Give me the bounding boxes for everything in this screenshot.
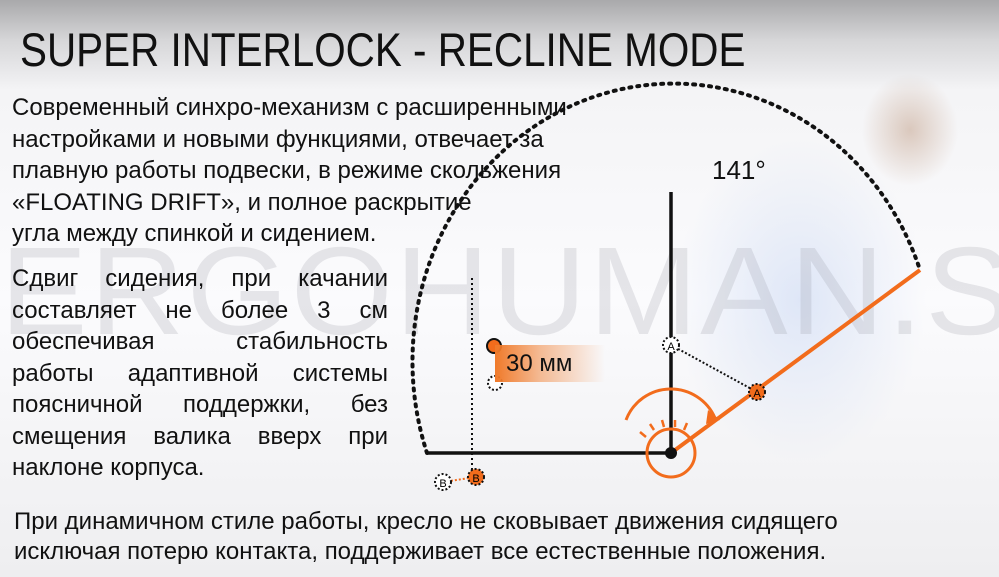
point-b-start: B [434, 473, 452, 491]
recline-arc [410, 81, 922, 455]
angle-label: 141° [712, 155, 766, 185]
watermark: ERGOHUMAN.SU [0, 222, 999, 361]
page-title: SUPER INTERLOCK - RECLINE MODE [20, 23, 746, 76]
seat-shift-badge: 30 мм [495, 345, 605, 382]
intro-paragraph: Современный синхро-механизм с расширенны… [12, 92, 567, 250]
text-line: Современный синхро-механизм с расширенны… [12, 94, 567, 121]
pivot-ring [645, 427, 697, 479]
point-a-reclined: A [748, 383, 766, 401]
point-b-end: B [467, 468, 485, 486]
seat-shift-label: 30 мм [506, 350, 573, 377]
a-connector [670, 344, 758, 393]
text-line: «FLOATING DRIFT», и полное раскрытие [12, 188, 472, 216]
backrest-line [669, 268, 922, 455]
text-line: настройками и новыми функциями, отвечает… [12, 125, 544, 153]
rotation-arrow-icon [624, 387, 717, 421]
text-line: При динамичном стиле работы, кресло не с… [14, 508, 838, 535]
point-label: A [667, 341, 675, 353]
text-line: плавную работы подвески, в режиме скольж… [12, 157, 562, 184]
tick-marks [639, 419, 689, 438]
point-label: A [753, 388, 761, 400]
point-a-upright: A [662, 336, 680, 354]
footer-paragraph: При динамичном стиле работы, кресло не с… [14, 507, 838, 567]
text-line: угла между спинкой и сидением. [12, 220, 377, 247]
text-line: исключая потерю контакта, поддерживает в… [14, 538, 827, 565]
pivot-point [665, 447, 677, 459]
point-label: B [439, 478, 446, 490]
seat-shift-paragraph: Сдвиг сидения, при качании составляет не… [12, 265, 388, 481]
chair-photo [470, 40, 999, 540]
point-label: B [472, 473, 479, 485]
